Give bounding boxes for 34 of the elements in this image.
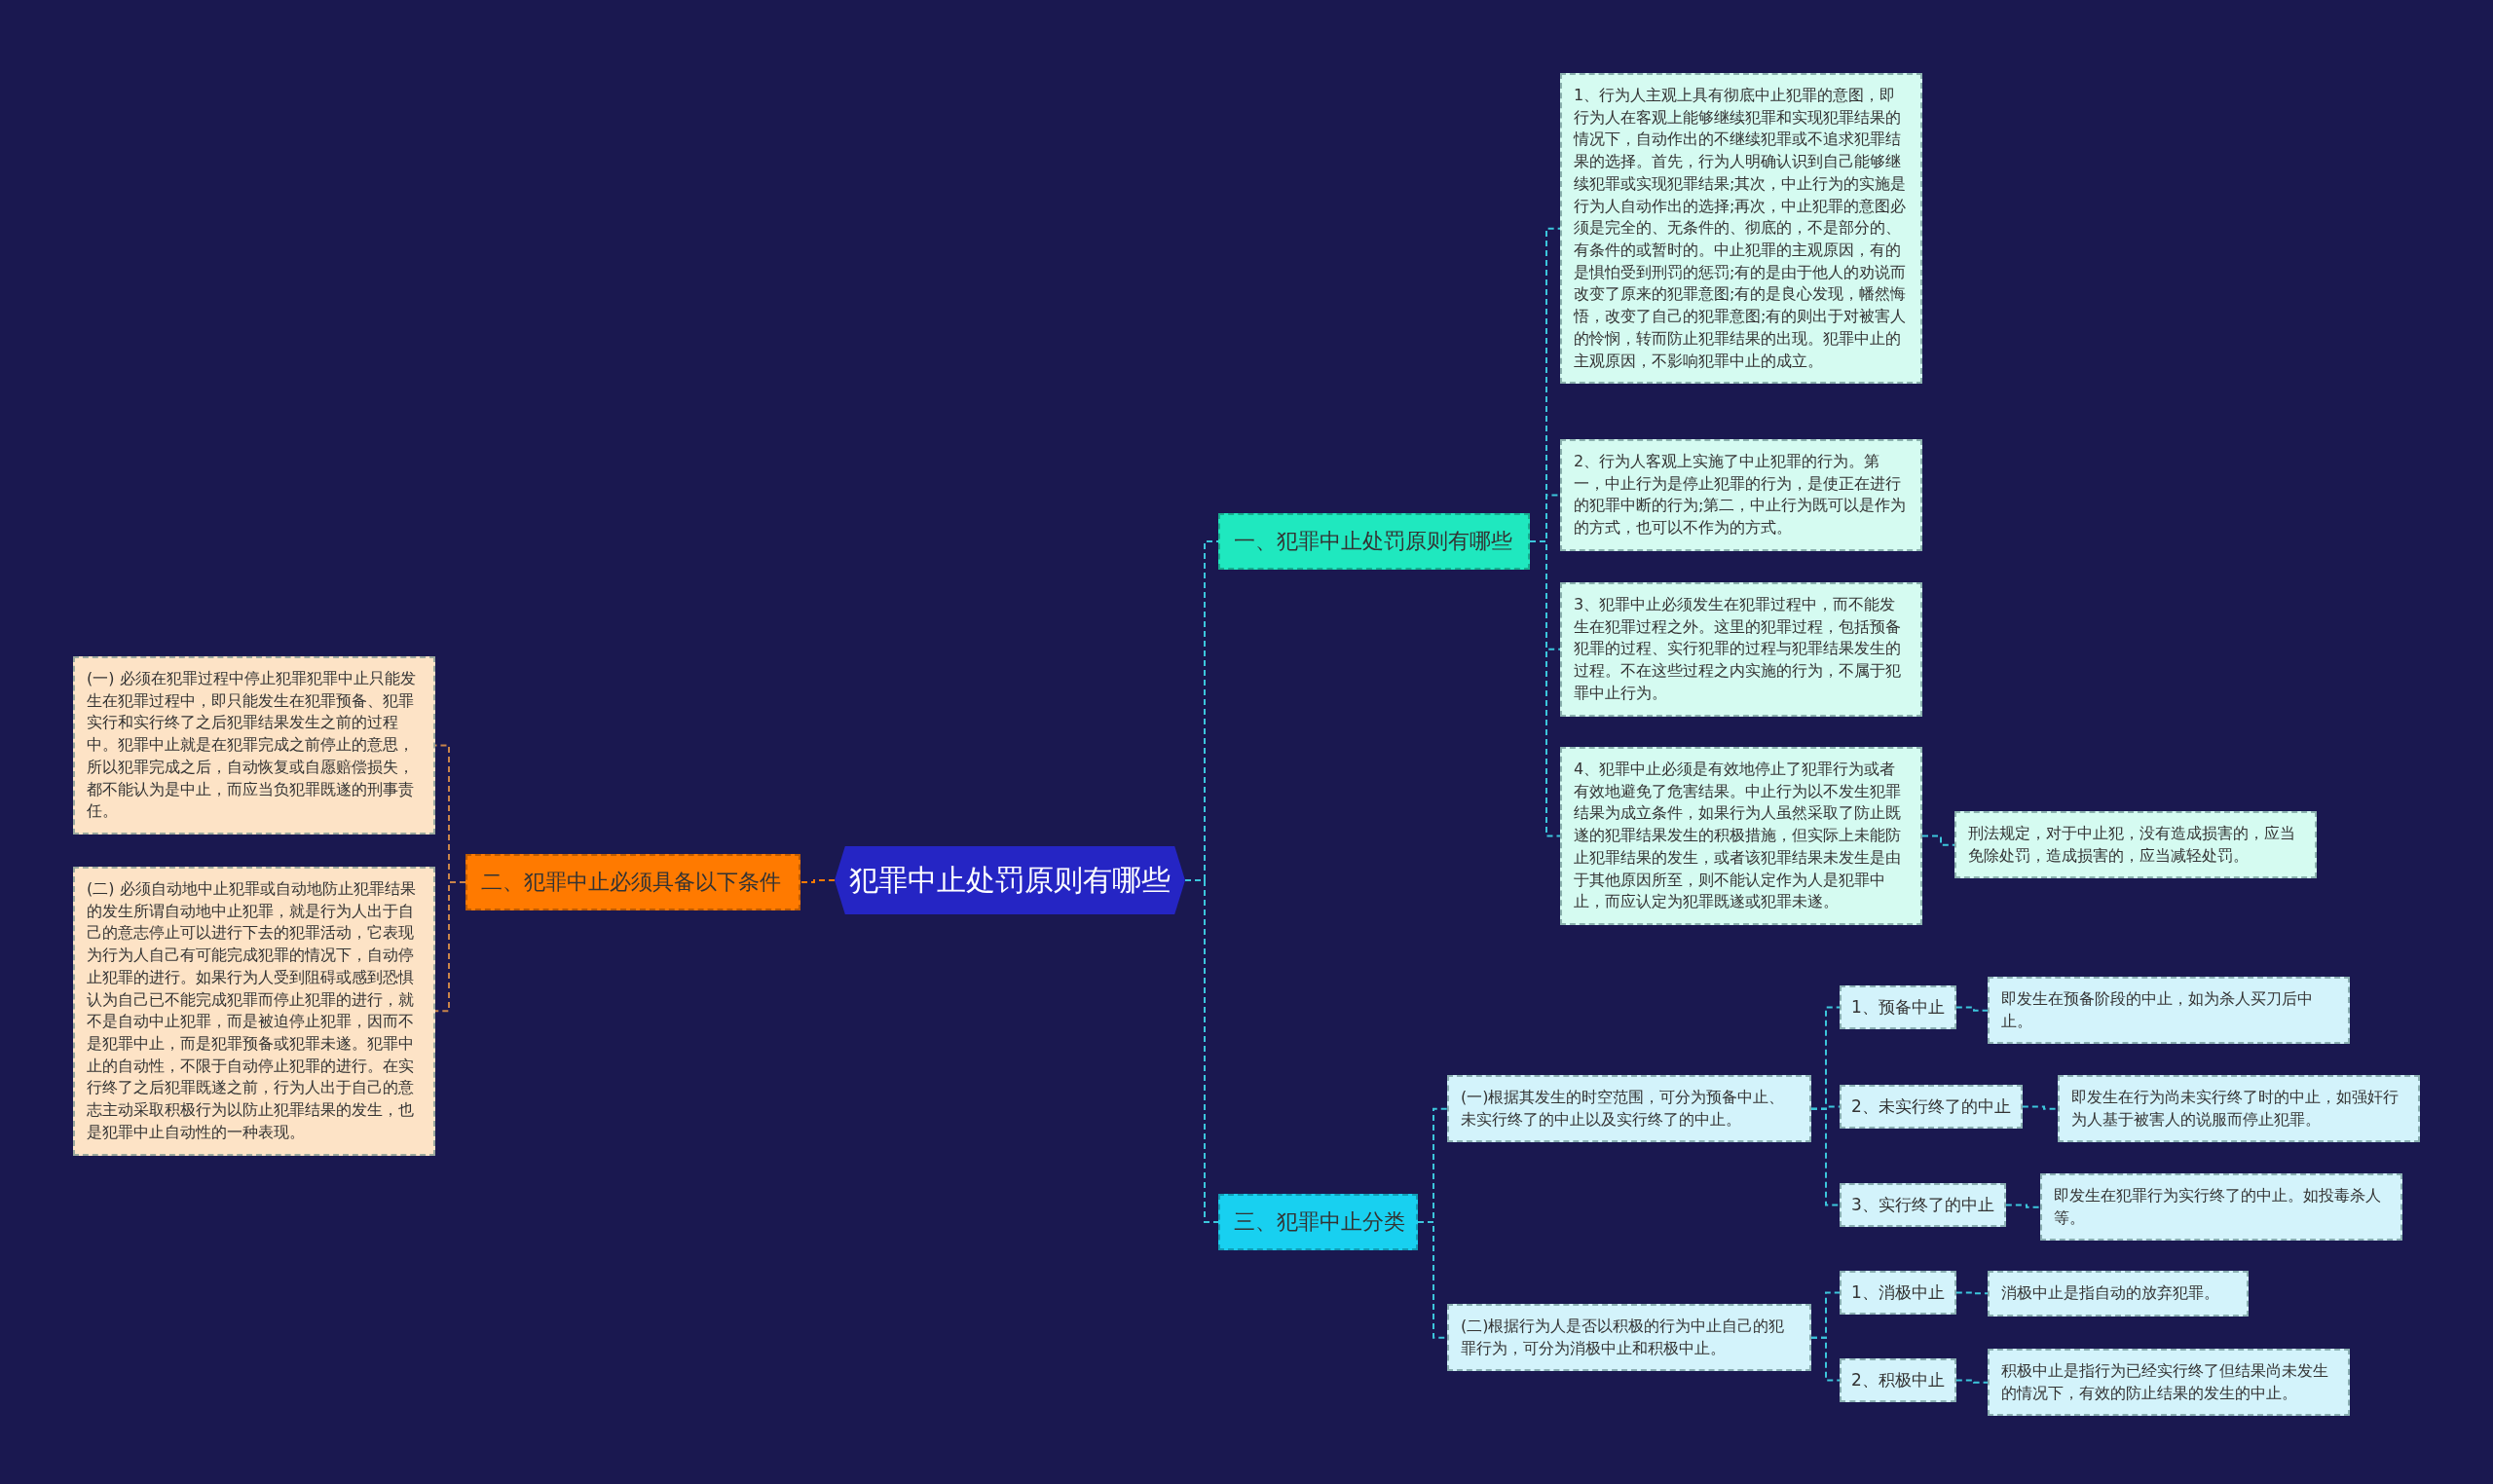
text-card: (一)根据其发生的时空范围，可分为预备中止、未实行终了的中止以及实行终了的中止。 xyxy=(1447,1075,1811,1143)
connector-line xyxy=(434,881,466,1013)
text-card: (二) 必须自动地中止犯罪或自动地防止犯罪结果的发生所谓自动地中止犯罪，就是行为人出于自己的意志停止可以进行下去的犯罪活动，它表现为行为人自己有可能完成犯罪的情况下，自动停止犯罪的进行。如果行为人受到阻碍或感到恐惧认为自己已不能完成犯罪而停止犯罪的进行，就不是自动中止犯罪，而是被迫停止犯罪，因而不是犯罪中止，而是犯罪预备或犯罪未遂。犯罪中止的自动性，不限于自动停止犯罪的进行。在实行终了之后犯罪既遂之前，行为人出于自己的意志主动采取积极行为以防止犯罪结果的发生，也是犯罪中止自动性的一种表现。 xyxy=(73,867,435,1156)
connector-line xyxy=(1954,1006,1989,1012)
text-card: 积极中止是指行为已经实行终了但结果尚未发生的情况下，有效的防止结果的发生的中止。 xyxy=(1988,1349,2350,1417)
main-topic-box: 三、犯罪中止分类 xyxy=(1218,1194,1418,1250)
subtopic-box: 1、预备中止 xyxy=(1840,985,1956,1029)
subtopic-box: 2、积极中止 xyxy=(1840,1358,1956,1402)
connector-line xyxy=(1810,1336,1841,1382)
connector-line xyxy=(1529,540,1561,837)
subtopic-box: 2、未实行终了的中止 xyxy=(1840,1085,2023,1129)
main-topic-box: 二、犯罪中止必须具备以下条件 xyxy=(465,854,800,910)
text-card: 刑法规定，对于中止犯，没有造成损害的，应当免除处罚，造成损害的，应当减轻处罚。 xyxy=(1954,811,2317,879)
connector-line xyxy=(2004,1204,2041,1208)
main-topic-box: 一、犯罪中止处罚原则有哪些 xyxy=(1218,513,1530,570)
text-card: (二)根据行为人是否以积极的行为中止自己的犯罪行为，可分为消极中止和积极中止。 xyxy=(1447,1304,1811,1372)
subtopic-box: 3、实行终了的中止 xyxy=(1840,1183,2006,1227)
connector-line xyxy=(2021,1105,2059,1110)
connector-line xyxy=(1954,1291,1989,1295)
text-card: 2、行为人客观上实施了中止犯罪的行为。第一，中止行为是停止犯罪的行为，是使正在进行的犯罪中断的行为;第二，中止行为既可以是作为的方式，也可以不作为的方式。 xyxy=(1560,439,1922,551)
subtopic-box: 1、消极中止 xyxy=(1840,1271,1956,1315)
connector-line xyxy=(1921,835,1955,846)
text-card: 3、犯罪中止必须发生在犯罪过程中，而不能发生在犯罪过程之外。这里的犯罪过程，包括预备犯罪的过程、实行犯罪的过程与犯罪结果发生的过程。不在这些过程之内实施的行为，不属于犯罪中止行为。 xyxy=(1560,582,1922,717)
connector-line xyxy=(1810,1107,1841,1206)
text-card: 即发生在犯罪行为实行终了的中止。如投毒杀人等。 xyxy=(2040,1173,2402,1242)
text-card: (一) 必须在犯罪过程中停止犯罪犯罪中止只能发生在犯罪过程中，即只能发生在犯罪预备、犯罪实行和实行终了之后犯罪结果发生之前的过程中。犯罪中止就是在犯罪完成之前停止的意思，所以犯罪完成之后，自动恢复或自愿赔偿损失，都不能认为是中止，而应当负犯罪既遂的刑事责任。 xyxy=(73,656,435,835)
connector-line xyxy=(800,879,836,883)
text-card: 4、犯罪中止必须是有效地停止了犯罪行为或者有效地避免了危害结果。中止行为以不发生犯罪结果为成立条件，如果行为人虽然采取了防止既遂的犯罪结果发生的积极措施，但实际上未能防止犯罪结果的发生，或者该犯罪结果未发生是由于其他原因所至，则不能认定作为人是犯罪中止，而应认定为犯罪既遂或犯罪未遂。 xyxy=(1560,747,1922,926)
connector-line xyxy=(1954,1379,1989,1384)
central-topic-hexagon: 犯罪中止处罚原则有哪些 xyxy=(835,846,1185,914)
text-card: 即发生在预备阶段的中止，如为杀人买刀后中止。 xyxy=(1988,977,2350,1045)
text-card: 消极中止是指自动的放弃犯罪。 xyxy=(1988,1271,2249,1317)
text-card: 1、行为人主观上具有彻底中止犯罪的意图，即行为人在客观上能够继续犯罪和实现犯罪结果的情况下，自动作出的不继续犯罪或不追求犯罪结果的选择。首先，行为人明确认识到自己能够继续犯罪或实现犯罪结果;其次，中止行为的实施是行为人自动作出的选择;再次，中止犯罪的意图必须是完全的、无条件的、彻底的，不是部分的、有条件的或暂时的。中止犯罪的主观原因，有的是惧怕受到刑罚的惩罚;有的是由于他人的劝说而改变了原来的犯罪意图;有的是良心发现，幡然悔悟，改变了自己的犯罪意图;有的则出于对被害人的怜悯，转而防止犯罪结果的出现。犯罪中止的主观原因，不影响犯罪中止的成立。 xyxy=(1560,73,1922,385)
text-card: 即发生在行为尚未实行终了时的中止，如强奸行为人基于被害人的说服而停止犯罪。 xyxy=(2058,1075,2420,1143)
